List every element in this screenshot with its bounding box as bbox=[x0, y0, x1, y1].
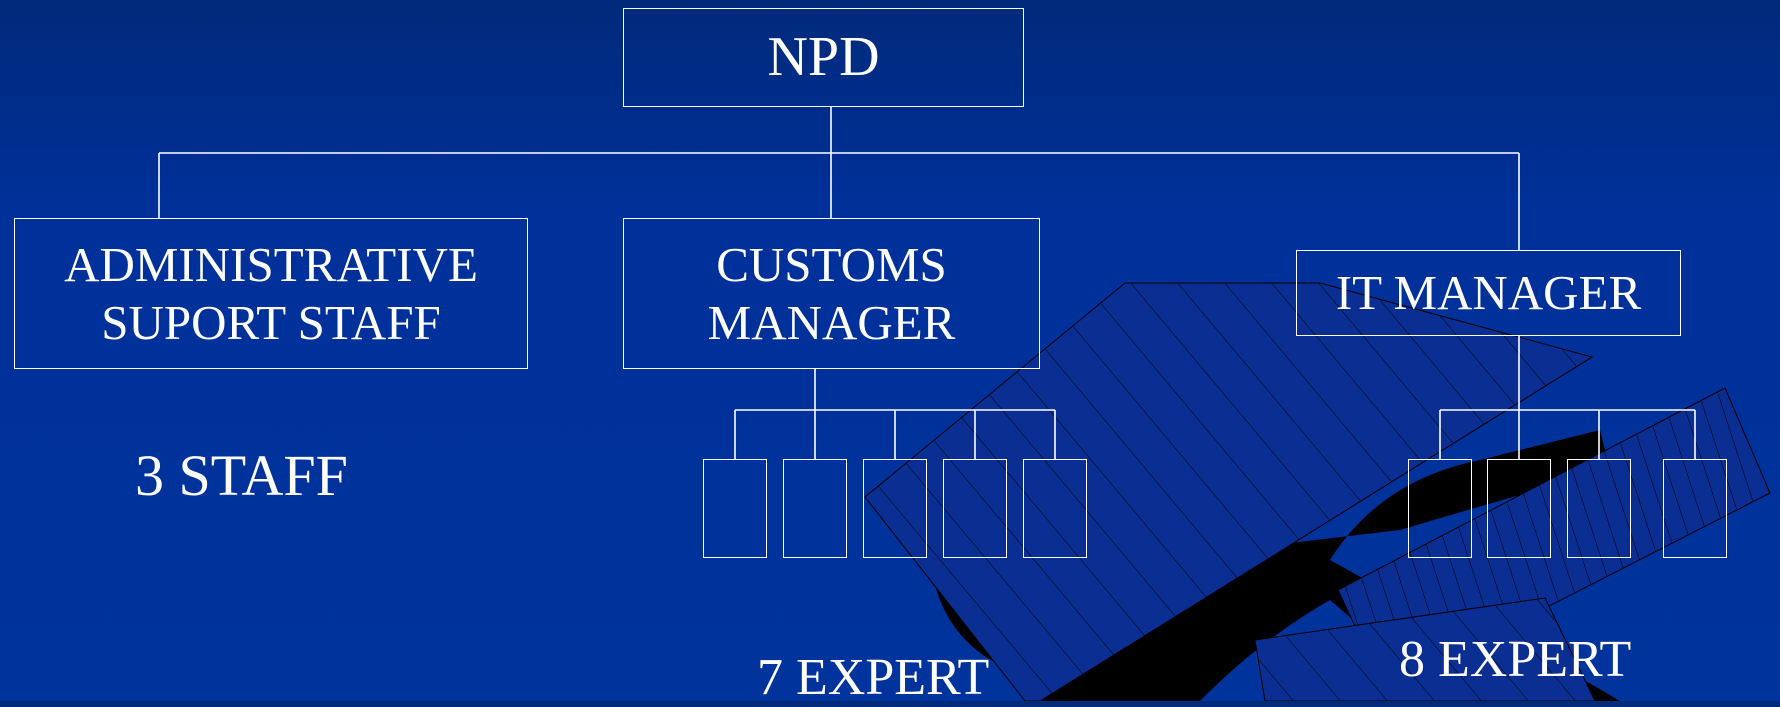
expert-box bbox=[1023, 459, 1087, 558]
expert-box bbox=[783, 459, 847, 558]
expert-box bbox=[943, 459, 1007, 558]
expert-box bbox=[703, 459, 767, 558]
root-label: NPD bbox=[767, 25, 880, 88]
department-box-administrative: ADMINISTRATIVE SUPORT STAFF bbox=[14, 218, 528, 369]
headcount-customs: 7 EXPERT bbox=[757, 649, 990, 706]
headcount-administrative: 3 STAFF bbox=[135, 443, 348, 508]
department-label-line1: CUSTOMS bbox=[716, 236, 947, 292]
department-label-line2: SUPORT STAFF bbox=[101, 294, 441, 350]
headcount-it: 8 EXPERT bbox=[1399, 631, 1632, 688]
department-label-line2: MANAGER bbox=[707, 294, 956, 350]
department-box-it-manager: IT MANAGER bbox=[1296, 250, 1681, 336]
expert-box bbox=[1408, 459, 1472, 558]
root-box-npd: NPD bbox=[623, 8, 1024, 107]
expert-box bbox=[1567, 459, 1631, 558]
expert-box bbox=[1663, 459, 1727, 558]
department-label-line1: ADMINISTRATIVE bbox=[64, 236, 478, 292]
department-label: IT MANAGER bbox=[1335, 265, 1642, 321]
department-box-customs-manager: CUSTOMS MANAGER bbox=[623, 218, 1040, 369]
expert-box bbox=[1487, 459, 1551, 558]
expert-box bbox=[863, 459, 927, 558]
striped-slab-lower bbox=[1254, 597, 1596, 701]
striped-slab-large bbox=[864, 282, 1594, 701]
